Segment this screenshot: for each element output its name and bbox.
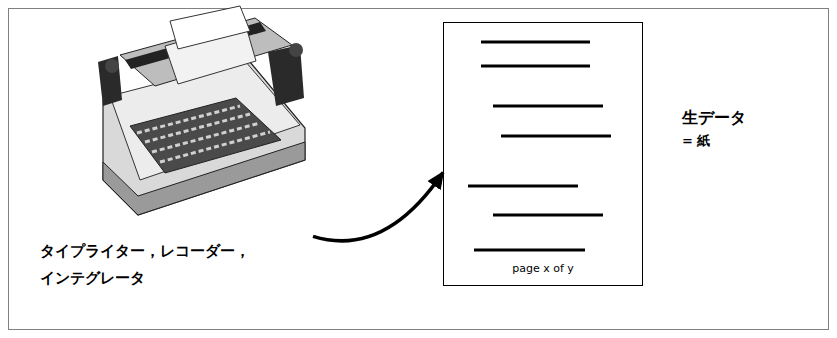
device-group: タイプライター，レコーダー， インテグレータ — [38, 18, 313, 298]
typewriter-illustration — [98, 6, 305, 215]
page-number: page x of y — [444, 262, 642, 276]
text-lines — [468, 42, 611, 250]
device-label: タイプライター，レコーダー， インテグレータ — [40, 238, 310, 292]
raw-data-label: 生データ — [682, 108, 746, 129]
paper-sheet: page x of y — [443, 22, 643, 286]
outer-frame — [9, 9, 829, 330]
curved-arrow — [313, 172, 443, 240]
paper-equals-label: = 紙 — [682, 132, 710, 150]
